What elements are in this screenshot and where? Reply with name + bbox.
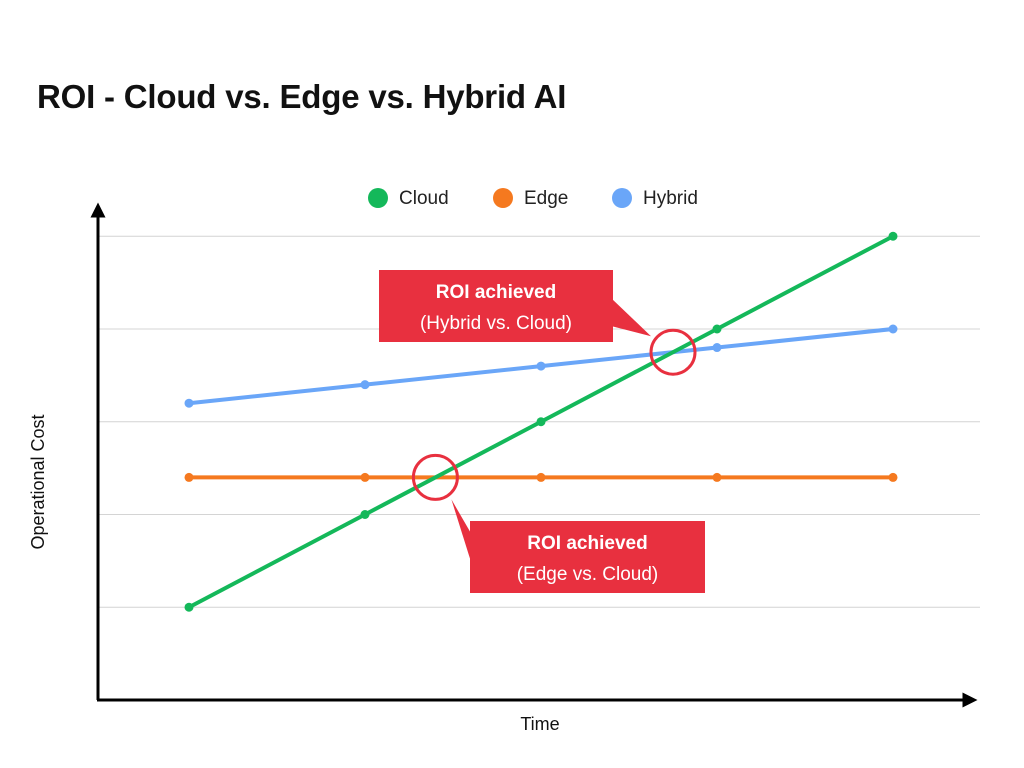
- callout-pointer: [451, 499, 472, 565]
- series: [184, 231, 898, 612]
- legend-item-cloud: Cloud: [368, 188, 449, 209]
- data-point-hybrid: [360, 380, 370, 390]
- legend: Cloud Edge Hybrid: [368, 188, 698, 209]
- callout-subtitle: (Hybrid vs. Cloud): [420, 313, 572, 334]
- data-point-edge: [888, 472, 898, 482]
- legend-label-edge: Edge: [524, 188, 568, 209]
- series-edge: [184, 472, 898, 482]
- data-point-cloud: [712, 324, 722, 334]
- data-point-hybrid: [536, 361, 546, 371]
- legend-label-hybrid: Hybrid: [643, 188, 698, 209]
- callout-title: ROI achieved: [527, 533, 647, 554]
- callout-box: [470, 521, 705, 593]
- data-point-edge: [360, 472, 370, 482]
- legend-marker-edge: [493, 188, 513, 208]
- data-point-cloud: [184, 602, 194, 612]
- legend-item-hybrid: Hybrid: [612, 188, 698, 209]
- legend-item-edge: Edge: [493, 188, 568, 209]
- data-point-edge: [536, 472, 546, 482]
- data-point-hybrid: [712, 343, 722, 353]
- data-point-hybrid: [888, 324, 898, 334]
- callout-subtitle: (Edge vs. Cloud): [517, 564, 659, 585]
- legend-label-cloud: Cloud: [399, 188, 449, 209]
- y-axis-label: Operational Cost: [28, 414, 48, 549]
- annotation-2: ROI achieved (Edge vs. Cloud): [411, 453, 705, 593]
- data-point-cloud: [536, 417, 546, 427]
- page-title: ROI - Cloud vs. Edge vs. Hybrid AI: [37, 78, 567, 115]
- data-point-cloud: [360, 510, 370, 519]
- annotation-1: ROI achieved (Hybrid vs. Cloud): [379, 270, 697, 376]
- data-point-edge: [184, 472, 194, 482]
- data-point-edge: [712, 472, 722, 482]
- callout-title: ROI achieved: [436, 282, 556, 303]
- data-point-cloud: [888, 231, 898, 241]
- annotations: ROI achieved(Hybrid vs. Cloud)ROI achiev…: [379, 270, 705, 593]
- intersection-marker: [411, 453, 459, 501]
- x-axis-label: Time: [520, 714, 559, 734]
- series-cloud: [184, 231, 898, 612]
- axes: [90, 202, 978, 708]
- series-hybrid: [184, 324, 898, 408]
- data-point-hybrid: [184, 398, 194, 408]
- callout-pointer: [611, 298, 651, 337]
- callout-box: [379, 270, 613, 342]
- legend-marker-cloud: [368, 188, 388, 208]
- legend-marker-hybrid: [612, 188, 632, 208]
- intersection-marker: [649, 328, 697, 376]
